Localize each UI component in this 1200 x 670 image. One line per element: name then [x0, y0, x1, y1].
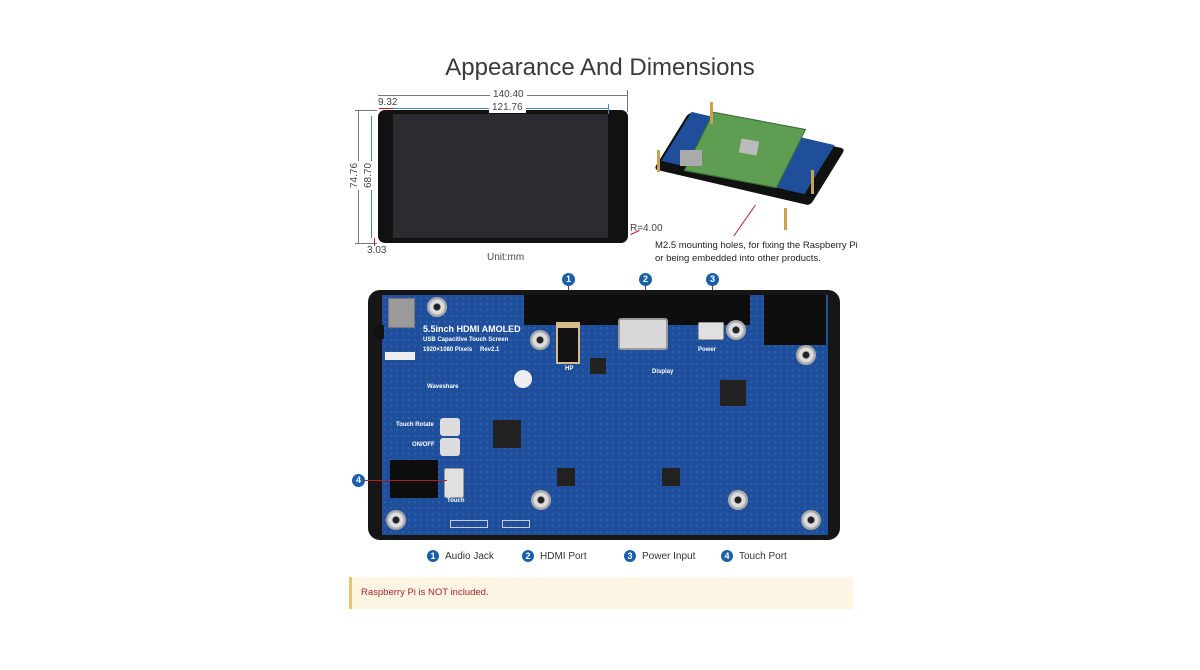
pi-soc	[738, 138, 760, 156]
legend-number: 3	[624, 550, 636, 562]
silk-hp: HP	[565, 366, 574, 372]
legend-number: 4	[721, 550, 733, 562]
marker-3: 3	[706, 273, 719, 286]
silk-resolution: 1920×1080 Pixels	[423, 347, 473, 353]
silk-power: Power	[698, 347, 717, 353]
power-usb-port[interactable]	[698, 322, 724, 340]
legend-item-touch-port: 4 Touch Port	[721, 550, 787, 562]
legend-item-audio-jack: 1 Audio Jack	[427, 550, 494, 562]
page-title: Appearance And Dimensions	[445, 54, 755, 81]
controller-chip	[493, 420, 521, 448]
dim-tick	[608, 104, 609, 114]
notice-text: Raspberry Pi is NOT included.	[361, 587, 489, 598]
silk-product: 5.5inch HDMI AMOLED	[423, 324, 521, 334]
marker-4-line	[365, 480, 447, 481]
silk-revision: Rev2.1	[480, 347, 500, 353]
legend-label: HDMI Port	[540, 550, 587, 562]
shield-can	[388, 298, 415, 328]
legend-label: Audio Jack	[445, 550, 494, 562]
pcb	[382, 295, 828, 535]
standoff	[657, 150, 660, 172]
ic-chip	[590, 358, 606, 374]
dim-corner-radius: R=4.00	[630, 223, 663, 234]
display-area	[393, 114, 608, 238]
silk-subtitle: USB Capacitive Touch Screen	[423, 337, 509, 343]
mounting-caption-line2: or being embedded into other products.	[655, 253, 821, 264]
pin-header	[450, 520, 488, 528]
notice-box: Raspberry Pi is NOT included.	[349, 577, 853, 609]
mounting-hole-pointer	[733, 204, 756, 237]
dim-outer-width: 140.40	[490, 89, 527, 100]
silk-brand: Waveshare	[427, 384, 459, 390]
touch-usb-port[interactable]	[444, 468, 464, 498]
pin-header	[502, 520, 530, 528]
dim-outer-height: 74.76	[349, 160, 361, 191]
mounting-hole	[726, 320, 746, 340]
dim-bottom-margin: 3.03	[367, 245, 387, 256]
dim-line-bottom	[374, 238, 375, 246]
side-clip	[374, 325, 384, 339]
legend-item-power-input: 3 Power Input	[624, 550, 695, 562]
silk-touch-rotate: Touch Rotate	[396, 422, 434, 428]
dim-display-width: 121.76	[489, 102, 526, 113]
hdmi-port[interactable]	[618, 318, 668, 350]
legend-number: 2	[522, 550, 534, 562]
touch-flex	[390, 460, 438, 498]
dim-tick	[355, 243, 377, 244]
touch-rotate-button[interactable]	[440, 418, 460, 436]
audio-jack[interactable]	[556, 322, 580, 364]
dim-tick	[355, 110, 377, 111]
standoff	[811, 170, 814, 194]
mounting-hole	[427, 297, 447, 317]
ce-badge	[514, 370, 532, 388]
mounting-caption-line1: M2.5 mounting holes, for fixing the Rasp…	[655, 240, 858, 251]
marker-1: 1	[562, 273, 575, 286]
mounting-hole	[728, 490, 748, 510]
fpc-socket	[385, 352, 415, 360]
dim-line-margin	[379, 108, 393, 109]
mounting-hole	[530, 330, 550, 350]
silk-touch: Touch	[447, 498, 465, 504]
mounting-hole	[531, 490, 551, 510]
legend-number: 1	[427, 550, 439, 562]
ethernet-port	[680, 150, 702, 166]
silk-display: Display	[652, 369, 674, 375]
mounting-hole	[801, 510, 821, 530]
regulator-chip	[662, 468, 680, 486]
dim-display-height: 68.70	[363, 160, 375, 191]
standoff	[710, 102, 713, 124]
mounting-hole	[386, 510, 406, 530]
legend-label: Power Input	[642, 550, 696, 562]
mounting-hole	[796, 345, 816, 365]
driver-chip	[720, 380, 746, 406]
unit-label: Unit:mm	[487, 252, 525, 263]
legend-item-hdmi-port: 2 HDMI Port	[522, 550, 587, 562]
marker-2: 2	[639, 273, 652, 286]
standoff	[784, 208, 787, 230]
regulator-chip	[557, 468, 575, 486]
dim-left-margin: 9.32	[378, 97, 398, 108]
dim-tick	[627, 90, 628, 112]
ffc-connector	[764, 295, 826, 345]
silk-on-off: ON/OFF	[412, 442, 435, 448]
legend-label: Touch Port	[739, 550, 787, 562]
marker-4: 4	[352, 474, 365, 487]
on-off-button[interactable]	[440, 438, 460, 456]
